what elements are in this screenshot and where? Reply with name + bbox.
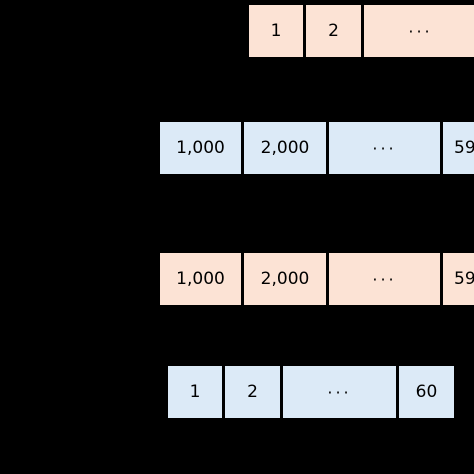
ellipsis-cell: ··· <box>329 122 440 174</box>
sequence-cell: 1,000 <box>160 122 241 174</box>
sequence-cell: 2,000 <box>244 253 326 305</box>
sequence-cell-clipped: 59 <box>443 253 474 305</box>
sequence-cell-clipped: 59 <box>443 122 474 174</box>
sequence-row-third: 1,000 2,000 ··· 59 <box>160 253 474 305</box>
ellipsis-cell: ··· <box>329 253 440 305</box>
sequence-cell: 60 <box>399 366 454 418</box>
sequence-cell: 1 <box>168 366 222 418</box>
sequence-row-top: 1 2 ··· <box>249 5 474 57</box>
sequence-cell: 2 <box>225 366 280 418</box>
sequence-row-bottom: 1 2 ··· 60 <box>168 366 454 418</box>
sequence-cell: 2 <box>306 5 361 57</box>
ellipsis-cell: ··· <box>364 5 474 57</box>
sequence-cell: 2,000 <box>244 122 326 174</box>
sequence-row-second: 1,000 2,000 ··· 59 <box>160 122 474 174</box>
sequence-cell: 1 <box>249 5 303 57</box>
sequence-cell: 1,000 <box>160 253 241 305</box>
ellipsis-cell: ··· <box>283 366 396 418</box>
